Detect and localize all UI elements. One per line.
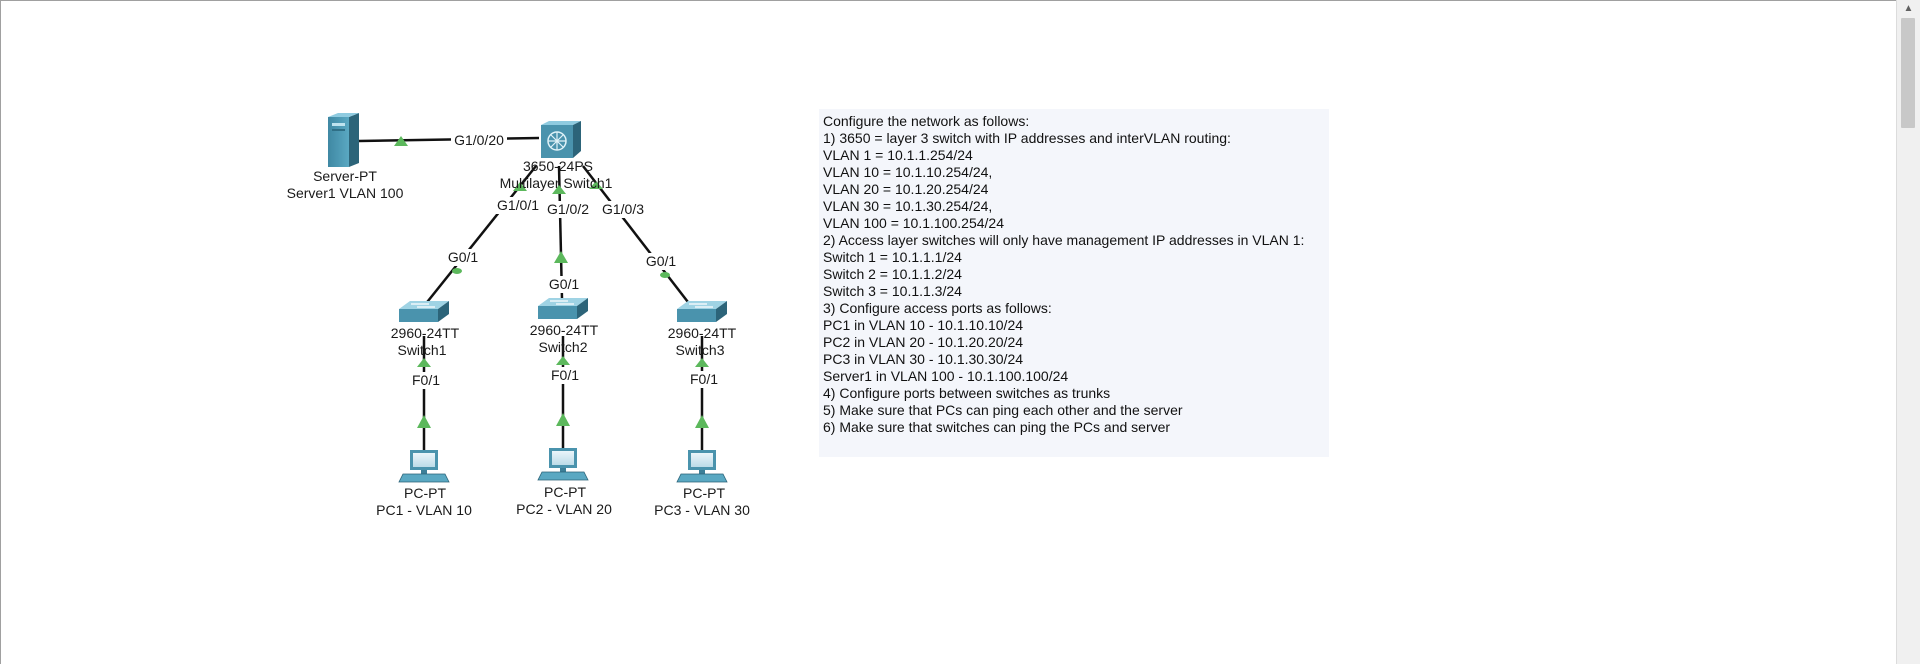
note-line: Switch 3 = 10.1.1.3/24 <box>823 283 962 299</box>
scroll-up-arrow-icon[interactable]: ▲ <box>1903 3 1914 14</box>
switch1-name-label: Switch1 <box>397 342 446 358</box>
port-label-sw1-up: G0/1 <box>448 249 479 265</box>
switch-icon <box>538 298 588 319</box>
switch1-device[interactable]: 2960-24TT Switch1 <box>391 301 460 358</box>
server-device[interactable]: Server-PT Server1 VLAN 100 <box>287 113 404 201</box>
switch3-device[interactable]: 2960-24TT Switch3 <box>668 301 737 358</box>
note-line: 6) Make sure that switches can ping the … <box>823 419 1171 435</box>
link-up-indicator <box>554 251 568 263</box>
pc2-name-label: PC2 - VLAN 20 <box>516 501 612 517</box>
note-line: PC1 in VLAN 10 - 10.1.10.10/24 <box>823 317 1024 333</box>
switch-icon <box>399 301 449 322</box>
server-name-label: Server1 VLAN 100 <box>287 185 404 201</box>
note-line: Server1 in VLAN 100 - 10.1.100.100/24 <box>823 368 1069 384</box>
port-label-sw2-down: F0/1 <box>551 367 579 383</box>
note-line: VLAN 10 = 10.1.10.254/24, <box>823 164 993 180</box>
note-line: VLAN 20 = 10.1.20.254/24 <box>823 181 989 197</box>
port-label-sw1-down: F0/1 <box>412 372 440 388</box>
link-up-indicator <box>660 272 670 278</box>
pc1-name-label: PC1 - VLAN 10 <box>376 502 472 518</box>
note-line: VLAN 1 = 10.1.1.254/24 <box>823 147 973 163</box>
port-label-server-link: G1/0/20 <box>454 132 504 148</box>
link-up-indicator <box>417 415 431 428</box>
port-labels: G1/0/20 G1/0/1 G1/0/2 G1/0/3 G0/1 G0/1 G… <box>410 131 720 389</box>
note-line: 2) Access layer switches will only have … <box>823 232 1305 248</box>
link-status-indicators <box>394 136 709 428</box>
link-up-indicator <box>589 181 603 189</box>
note-line: PC3 in VLAN 30 - 10.1.30.30/24 <box>823 351 1024 367</box>
pc2-device[interactable]: PC-PT PC2 - VLAN 20 <box>516 448 612 517</box>
link-up-indicator <box>556 413 570 426</box>
network-topology-diagram[interactable]: Server-PT Server1 VLAN 100 3650-24PS Mul… <box>1 1 1401 601</box>
switch2-device[interactable]: 2960-24TT Switch2 <box>530 298 599 355</box>
instructions-note[interactable]: Configure the network as follows:1) 3650… <box>819 109 1329 457</box>
server-model-label: Server-PT <box>313 168 377 184</box>
pc3-device[interactable]: PC-PT PC3 - VLAN 30 <box>654 450 750 518</box>
note-line: 1) 3650 = layer 3 switch with IP address… <box>823 130 1231 146</box>
pc1-model-label: PC-PT <box>404 485 446 501</box>
switch2-model-label: 2960-24TT <box>530 322 599 338</box>
link-core-switch3[interactable] <box>582 165 692 307</box>
link-up-indicator <box>452 268 462 274</box>
pc-icon <box>676 450 728 483</box>
switch1-model-label: 2960-24TT <box>391 325 460 341</box>
pc1-device[interactable]: PC-PT PC1 - VLAN 10 <box>376 450 472 518</box>
port-label-sw2-up: G0/1 <box>549 276 580 292</box>
scrollbar-thumb[interactable] <box>1901 18 1915 128</box>
port-label-core-sw1: G1/0/1 <box>497 197 539 213</box>
core-name-label: Multilayer Switch1 <box>500 175 613 191</box>
link-up-indicator <box>552 185 566 194</box>
vertical-scrollbar[interactable]: ▲ <box>1896 0 1920 664</box>
link-up-indicator <box>513 182 527 191</box>
note-line: Configure the network as follows: <box>823 113 1030 129</box>
link-up-indicator <box>695 415 709 428</box>
note-line: 3) Configure access ports as follows: <box>823 300 1052 316</box>
note-line: PC2 in VLAN 20 - 10.1.20.20/24 <box>823 334 1024 350</box>
pc2-model-label: PC-PT <box>544 484 586 500</box>
switch3-name-label: Switch3 <box>675 342 724 358</box>
port-label-sw3-down: F0/1 <box>690 371 718 387</box>
pc-icon <box>537 448 589 481</box>
multilayer-switch-icon <box>541 121 581 158</box>
port-label-core-sw2: G1/0/2 <box>547 201 589 217</box>
note-line: VLAN 30 = 10.1.30.254/24, <box>823 198 993 214</box>
note-line: Switch 2 = 10.1.1.2/24 <box>823 266 962 282</box>
pc3-name-label: PC3 - VLAN 30 <box>654 502 750 518</box>
link-up-indicator <box>695 358 709 367</box>
core-switch-device[interactable]: 3650-24PS Multilayer Switch1 <box>500 121 613 191</box>
port-label-sw3-up: G0/1 <box>646 253 677 269</box>
note-line: 5) Make sure that PCs can ping each othe… <box>823 402 1183 418</box>
note-line: Switch 1 = 10.1.1.1/24 <box>823 249 962 265</box>
core-model-label: 3650-24PS <box>523 158 593 174</box>
pc3-model-label: PC-PT <box>683 485 725 501</box>
server-icon <box>328 113 359 167</box>
note-line: 4) Configure ports between switches as t… <box>823 385 1111 401</box>
port-label-core-sw3: G1/0/3 <box>602 201 644 217</box>
link-up-indicator <box>394 136 408 146</box>
switch-icon <box>677 301 727 322</box>
link-server-core[interactable] <box>358 136 540 143</box>
switch3-model-label: 2960-24TT <box>668 325 737 341</box>
switch2-name-label: Switch2 <box>538 339 587 355</box>
pc-icon <box>398 450 450 483</box>
note-line: VLAN 100 = 10.1.100.254/24 <box>823 215 1004 231</box>
link-up-indicator <box>417 358 431 367</box>
link-up-indicator <box>556 356 570 365</box>
